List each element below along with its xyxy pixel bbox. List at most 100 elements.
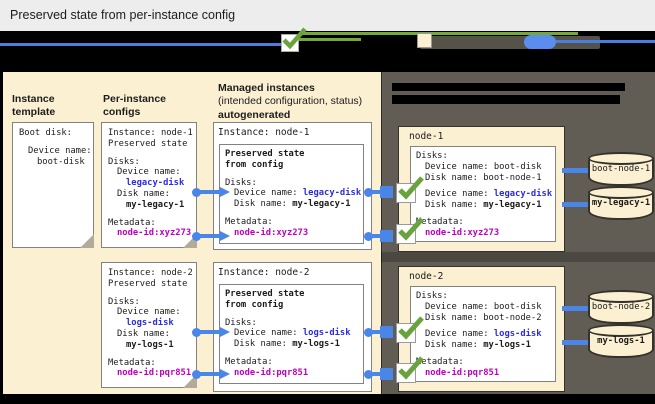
legend-band bbox=[0, 27, 655, 72]
vm1-boot-device-line: Device name: boot-disk bbox=[416, 162, 552, 173]
title-bar: Preserved state from per-instance config bbox=[0, 0, 655, 31]
connector-square bbox=[380, 230, 393, 242]
vm1-state-device-value: legacy-disk bbox=[493, 189, 553, 200]
vm-panel-heading-redacted-line2 bbox=[392, 95, 620, 104]
pic2-metadata-label: Metadata: bbox=[108, 357, 156, 368]
vm1-boot-disk-value: boot-node-1 bbox=[483, 172, 542, 183]
column-header-managed-instances: Managed instances (intended configuratio… bbox=[218, 82, 382, 122]
connector-dot bbox=[364, 188, 373, 197]
vm-panel-heading-redacted-line1 bbox=[392, 83, 625, 91]
disk-connector-line bbox=[562, 340, 590, 345]
managed-instance-inner-box-node-2: Preserved state from config Disks: Devic… bbox=[219, 284, 364, 384]
page-fold-icon bbox=[80, 234, 94, 248]
vm2-state-device-label: Device name: bbox=[425, 329, 494, 340]
vm2-state-disk-line: Disk name: my-logs-1 bbox=[416, 340, 552, 351]
connector-square bbox=[380, 326, 393, 338]
managed-instance-inner-box-node-1: Preserved state from config Disks: Devic… bbox=[219, 144, 364, 244]
mi2-device-line: Device name: logs-disk bbox=[225, 328, 360, 339]
vm1-metadata-label: Metadata: bbox=[416, 216, 464, 227]
column-header-per-instance-configs: Per-instance configs bbox=[103, 93, 189, 120]
instance-template-box: Boot disk: Device name: boot-disk bbox=[12, 122, 94, 248]
mi1-disk-name-label: Disk name: bbox=[234, 199, 293, 210]
vm1-state-disk-line: Disk name: my-legacy-1 bbox=[416, 200, 552, 211]
vm1-disks-label: Disks: bbox=[416, 151, 448, 161]
mi2-header: Instance: node-2 bbox=[218, 267, 310, 278]
disk-cylinder-boot-node-1: boot-node-1 bbox=[588, 152, 654, 186]
pic1-instance: Instance: node-1 bbox=[108, 128, 193, 138]
mi2-device-name-value: logs-disk bbox=[302, 328, 351, 339]
connector-dot bbox=[364, 328, 373, 337]
managed-instances-autogenerated: autogenerated bbox=[218, 108, 291, 121]
pic1-device-name-value: legacy-disk bbox=[126, 178, 185, 189]
template-device-name-value: boot-disk bbox=[37, 156, 85, 167]
vm2-boot-disk-line: Disk name: boot-node-2 bbox=[416, 313, 552, 324]
connector-line bbox=[196, 372, 222, 376]
vm2-boot-disk-label: Disk name: bbox=[425, 312, 484, 323]
mi2-metadata-value: node-id:pqr851 bbox=[234, 367, 309, 378]
vm-panel-separator bbox=[381, 252, 655, 262]
connector-line bbox=[370, 234, 384, 238]
pic2-disk-name-label: Disk name: bbox=[117, 328, 170, 339]
connector-line bbox=[196, 330, 222, 334]
template-boot-disk-label: Boot disk: bbox=[19, 128, 72, 138]
mi2-metadata-label: Metadata: bbox=[225, 356, 273, 367]
mi2-preserved-state-2: from config bbox=[225, 299, 284, 310]
mi1-header: Instance: node-1 bbox=[218, 127, 310, 138]
per-instance-config-box-node-2: Instance: node-2 Preserved state Disks: … bbox=[101, 262, 197, 388]
vm1-boot-device-label: Device name: bbox=[425, 161, 494, 172]
legend-blue-line-right bbox=[556, 40, 655, 43]
mi1-device-line: Device name: legacy-disk bbox=[225, 188, 362, 199]
page-title: Preserved state from per-instance config bbox=[10, 8, 236, 22]
disk-connector-line bbox=[562, 202, 590, 207]
legend-template-swatch-icon bbox=[417, 33, 432, 48]
bottom-border-bar bbox=[0, 394, 655, 404]
vm2-name: node-2 bbox=[409, 271, 444, 282]
pic2-metadata-value: node-id:pqr851 bbox=[117, 368, 192, 379]
pic1-disk-name-label: Disk name: bbox=[117, 188, 170, 199]
mi1-device-name-value: legacy-disk bbox=[302, 188, 362, 199]
pic2-disks-label: Disks: bbox=[108, 296, 140, 307]
vm1-boot-device-value: boot-disk bbox=[493, 161, 542, 172]
vm2-state-device-value: logs-disk bbox=[493, 329, 542, 340]
pic1-metadata-value: node-id:xyz273 bbox=[117, 228, 192, 239]
disk-cylinder-my-logs-1: my-logs-1 bbox=[588, 324, 654, 358]
vm2-inner-box: Disks: Device name: boot-disk Disk name:… bbox=[410, 286, 556, 382]
applied-checkbox-icon bbox=[396, 217, 424, 244]
vm2-boot-device-label: Device name: bbox=[425, 301, 494, 312]
vm2-state-disk-label: Disk name: bbox=[425, 340, 484, 351]
mi1-preserved-state-1: Preserved state bbox=[225, 149, 305, 159]
managed-instances-subtitle: (intended configuration, status) bbox=[218, 95, 363, 108]
vm1-boot-disk-label: Disk name: bbox=[425, 172, 484, 183]
vm2-boot-device-value: boot-disk bbox=[493, 301, 542, 312]
pic1-device-name-label: Device name: bbox=[117, 167, 181, 178]
vm2-disks-label: Disks: bbox=[416, 291, 448, 301]
connector-arrowhead-icon bbox=[220, 231, 230, 241]
connector-dot bbox=[364, 232, 373, 241]
disk-cylinder-my-legacy-1: my-legacy-1 bbox=[588, 186, 654, 220]
legend-blue-connector-line bbox=[0, 43, 281, 46]
pic1-disks-label: Disks: bbox=[108, 156, 140, 167]
pic2-device-name-label: Device name: bbox=[117, 307, 181, 318]
check-icon bbox=[282, 27, 307, 50]
mi1-disk-name-value: my-legacy-1 bbox=[292, 199, 351, 210]
vm2-metadata-label: Metadata: bbox=[416, 356, 464, 367]
vm1-state-device-line: Device name: legacy-disk bbox=[416, 189, 552, 200]
pic1-disk-name-value: my-legacy-1 bbox=[126, 199, 185, 210]
pic1-preserved-state: Preserved state bbox=[108, 138, 188, 149]
connector-square bbox=[380, 368, 393, 380]
connector-line bbox=[196, 190, 222, 194]
applied-checkbox-icon bbox=[396, 176, 424, 203]
connector-square bbox=[380, 186, 393, 198]
vm1-state-disk-label: Disk name: bbox=[425, 200, 484, 211]
connector-arrowhead-icon bbox=[220, 369, 230, 379]
connector-arrowhead-icon bbox=[220, 327, 230, 337]
connector-line bbox=[370, 330, 384, 334]
applied-checkbox-icon bbox=[396, 356, 424, 383]
column-header-instance-template-label: Instance template bbox=[12, 93, 56, 119]
disk-connector-line bbox=[562, 306, 590, 311]
vm2-state-device-line: Device name: logs-disk bbox=[416, 329, 552, 340]
disk-cylinder-label: boot-node-2 bbox=[591, 302, 651, 312]
vm1-inner-box: Disks: Device name: boot-disk Disk name:… bbox=[410, 146, 556, 242]
mi2-disks-label: Disks: bbox=[225, 317, 257, 328]
applied-checkbox-icon bbox=[396, 316, 424, 343]
